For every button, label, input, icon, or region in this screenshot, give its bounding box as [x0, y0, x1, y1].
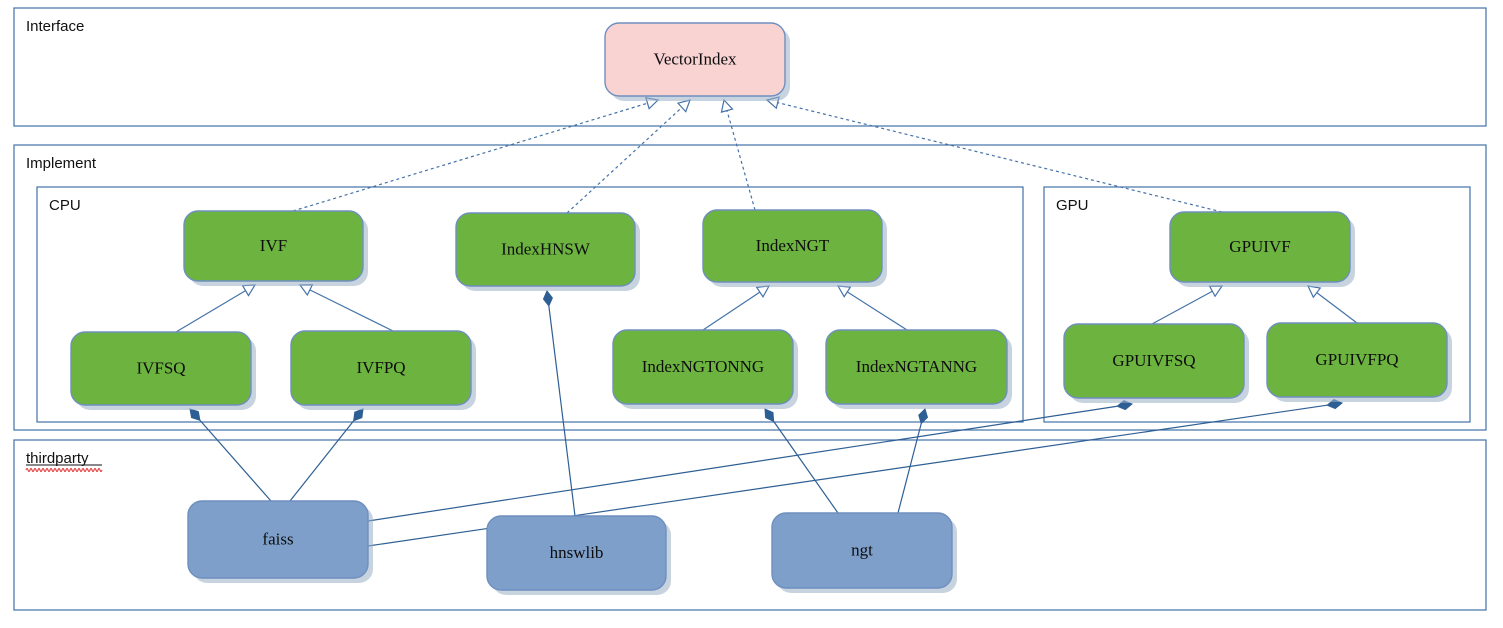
node-box-indexhnsw[interactable]	[455, 212, 636, 287]
edge-faiss-to-ivfsq	[189, 408, 272, 502]
node-ivfpq[interactable]: IVFPQ	[290, 330, 476, 410]
node-label-gpuivfsq: GPUIVFSQ	[1112, 351, 1195, 370]
node-vectorindex[interactable]: VectorIndex	[604, 22, 790, 101]
node-indexngtanng[interactable]: IndexNGTANNG	[825, 329, 1012, 409]
node-gpuivf[interactable]: GPUIVF	[1169, 211, 1355, 287]
node-indexngtonng[interactable]: IndexNGTONNG	[612, 329, 798, 409]
node-label-ivfpq: IVFPQ	[356, 358, 405, 377]
node-label-gpuivf: GPUIVF	[1229, 237, 1290, 256]
edge-line-e12	[289, 420, 355, 502]
edge-line-e16	[773, 420, 839, 514]
composition-diamond-icon	[918, 408, 929, 425]
edge-line-e1	[292, 102, 648, 212]
edge-ngt-to-indexngtonng	[764, 408, 839, 514]
edge-line-e17	[897, 423, 922, 514]
node-ngt[interactable]: ngt	[771, 512, 957, 593]
node-box-ivfsq[interactable]	[70, 331, 252, 406]
node-label-faiss: faiss	[262, 529, 293, 548]
node-indexhnsw[interactable]: IndexHNSW	[455, 212, 640, 291]
edges-layer	[175, 96, 1358, 547]
inheritance-arrow-icon	[720, 98, 734, 113]
node-label-indexngtonng: IndexNGTONNG	[642, 357, 764, 376]
node-gpuivfpq[interactable]: GPUIVFPQ	[1266, 322, 1452, 402]
edge-ngt-to-indexngtanng	[897, 408, 929, 514]
container-label-gpu: GPU	[1056, 197, 1089, 214]
node-label-ngt: ngt	[851, 540, 873, 559]
node-box-faiss[interactable]	[187, 500, 369, 579]
composition-diamond-icon	[353, 408, 364, 422]
node-gpuivfsq[interactable]: GPUIVFSQ	[1063, 323, 1249, 403]
edge-indexngt-to-vectorindex	[720, 98, 756, 211]
container-label-implement: Implement	[26, 155, 97, 172]
edge-line-e9	[1151, 290, 1213, 325]
edge-line-e13	[367, 405, 1118, 522]
node-box-indexngtonng[interactable]	[612, 329, 794, 405]
node-label-gpuivfpq: GPUIVFPQ	[1315, 350, 1398, 369]
edge-line-e5	[175, 290, 246, 333]
node-label-indexngt: IndexNGT	[756, 236, 830, 255]
spellcheck-squiggle-icon	[25, 467, 103, 473]
edge-hnswlib-to-indexhnsw	[542, 290, 576, 517]
node-indexngt[interactable]: IndexNGT	[702, 209, 887, 287]
node-label-ivfsq: IVFSQ	[136, 358, 185, 377]
node-box-hnswlib[interactable]	[486, 515, 667, 591]
container-label-cpu: CPU	[49, 197, 81, 214]
edge-line-e7	[702, 291, 761, 331]
edge-line-e11	[199, 419, 272, 502]
edge-faiss-to-ivfpq	[289, 408, 364, 502]
node-label-indexngtanng: IndexNGTANNG	[856, 357, 977, 376]
edge-line-e6	[309, 289, 394, 332]
node-box-indexngtanng[interactable]	[825, 329, 1008, 405]
node-label-vectorindex: VectorIndex	[653, 49, 737, 68]
node-box-ngt[interactable]	[771, 512, 953, 589]
edge-gpuivfpq-to-gpuivf	[1306, 285, 1358, 324]
inheritance-arrow-icon	[676, 99, 691, 113]
edge-line-e2	[566, 107, 683, 214]
node-ivf[interactable]: IVF	[183, 210, 368, 286]
edge-line-e4	[777, 102, 1223, 213]
node-hnswlib[interactable]: hnswlib	[486, 515, 671, 595]
node-box-ivf[interactable]	[183, 210, 364, 282]
edge-indexhnsw-to-vectorindex	[566, 99, 691, 214]
node-label-ivf: IVF	[260, 236, 287, 255]
inheritance-arrow-icon	[1306, 285, 1322, 299]
composition-diamond-icon	[189, 408, 201, 421]
container-label-thirdparty: thirdparty	[26, 450, 89, 467]
edge-line-e8	[846, 291, 908, 331]
edge-line-e15	[548, 305, 576, 517]
node-box-gpuivfpq[interactable]	[1266, 322, 1448, 398]
edge-line-e3	[726, 110, 756, 211]
node-label-indexhnsw: IndexHNSW	[501, 239, 591, 258]
node-ivfsq[interactable]: IVFSQ	[70, 331, 256, 410]
node-faiss[interactable]: faiss	[187, 500, 373, 583]
edge-line-e10	[1316, 292, 1358, 324]
node-label-hnswlib: hnswlib	[550, 543, 604, 562]
composition-diamond-icon	[542, 290, 553, 307]
composition-diamond-icon	[764, 408, 775, 423]
node-box-gpuivf[interactable]	[1169, 211, 1351, 283]
container-label-interface: Interface	[26, 18, 84, 35]
node-box-indexngt[interactable]	[702, 209, 883, 283]
node-box-vectorindex[interactable]	[604, 22, 786, 97]
node-box-gpuivfsq[interactable]	[1063, 323, 1245, 399]
node-box-ivfpq[interactable]	[290, 330, 472, 406]
